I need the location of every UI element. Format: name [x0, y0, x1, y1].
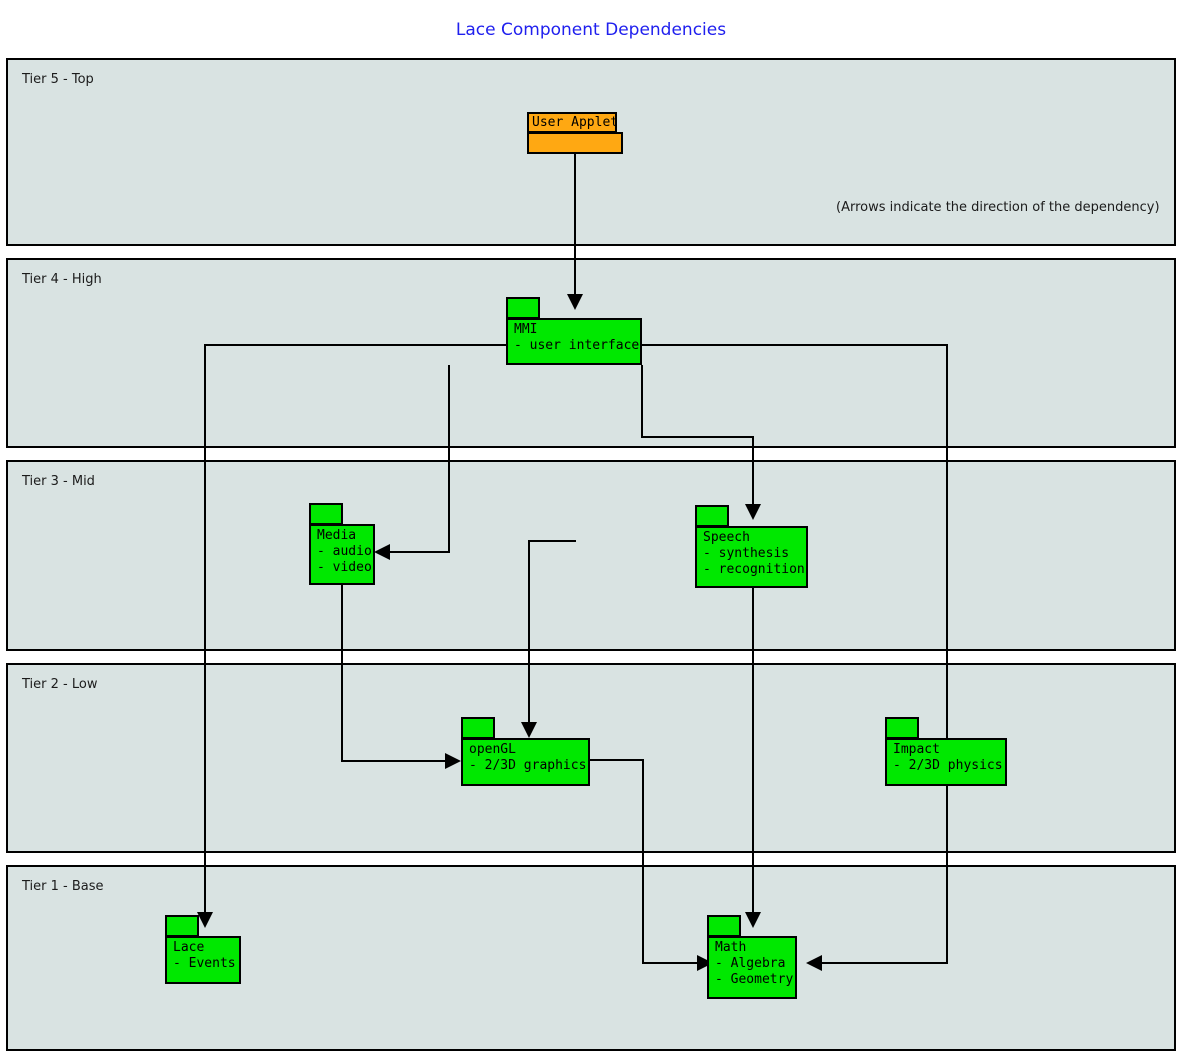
- arrowhead-math-right: [806, 955, 822, 971]
- package-lace[interactable]: Lace - Events: [165, 915, 241, 984]
- edge-mmi-opengl-v: [528, 540, 530, 726]
- edge-opengl-math-v: [642, 759, 644, 964]
- edge-opengl-math-h1: [590, 759, 644, 761]
- package-user-applet[interactable]: User Applet: [527, 112, 623, 154]
- package-impact-body: Impact - 2/3D physics: [885, 738, 1007, 786]
- package-math-tab: [707, 915, 741, 937]
- tier-band-base: Tier 1 - Base: [6, 865, 1176, 1051]
- arrowhead-speech-top: [745, 504, 761, 520]
- edge-impact-math-v: [946, 786, 948, 964]
- package-speech[interactable]: Speech - synthesis - recognition: [695, 505, 808, 588]
- arrowhead-lace-top: [197, 912, 213, 928]
- tier-label-top: Tier 5 - Top: [22, 72, 94, 87]
- package-media-tab: [309, 503, 343, 525]
- tier-label-base: Tier 1 - Base: [22, 879, 104, 894]
- edge-mmi-speech-h: [641, 436, 754, 438]
- package-mmi[interactable]: MMI - user interface: [506, 297, 642, 365]
- edge-speech-math-v: [752, 588, 754, 918]
- arrowhead-media-right: [374, 544, 390, 560]
- tier-band-mid: Tier 3 - Mid: [6, 460, 1176, 651]
- arrowhead-mmi-top: [567, 294, 583, 310]
- tier-label-low: Tier 2 - Low: [22, 677, 98, 692]
- edge-mmi-math-h2: [822, 962, 948, 964]
- legend-note: (Arrows indicate the direction of the de…: [836, 200, 1160, 215]
- package-impact[interactable]: Impact - 2/3D physics: [885, 717, 1007, 786]
- edge-mmi-lace-v: [204, 344, 206, 918]
- edge-mmi-speech-v1: [641, 365, 643, 438]
- arrowhead-math-top: [745, 912, 761, 928]
- package-opengl-tab: [461, 717, 495, 739]
- tier-label-mid: Tier 3 - Mid: [22, 474, 95, 489]
- edge-userapplet-mmi: [574, 153, 576, 296]
- edge-media-opengl-v: [341, 585, 343, 762]
- tier-label-high: Tier 4 - High: [22, 272, 102, 287]
- edge-mmi-lace-h: [204, 344, 509, 346]
- package-lace-body: Lace - Events: [165, 936, 241, 984]
- arrowhead-opengl-top: [521, 722, 537, 738]
- package-lace-tab: [165, 915, 199, 937]
- package-math-body: Math - Algebra - Geometry: [707, 936, 797, 999]
- page-title: Lace Component Dependencies: [455, 20, 727, 40]
- edge-mmi-math-v: [946, 344, 948, 964]
- package-mmi-tab: [506, 297, 540, 319]
- package-opengl-body: openGL - 2/3D graphics: [461, 738, 590, 786]
- package-opengl[interactable]: openGL - 2/3D graphics: [461, 717, 590, 786]
- package-media[interactable]: Media - audio - video: [309, 503, 375, 585]
- edge-mmi-opengl-h: [528, 540, 576, 542]
- edge-opengl-math-h2: [642, 962, 697, 964]
- edge-media-opengl-h: [341, 760, 445, 762]
- package-user-applet-tab-label: User Applet: [527, 112, 618, 133]
- package-media-body: Media - audio - video: [309, 524, 375, 585]
- package-user-applet-body: [527, 132, 623, 154]
- package-speech-tab: [695, 505, 729, 527]
- edge-mmi-media-h: [390, 551, 450, 553]
- arrowhead-opengl-left: [445, 753, 461, 769]
- tier-band-high: Tier 4 - High: [6, 258, 1176, 448]
- edge-mmi-speech-v2: [752, 436, 754, 508]
- package-math[interactable]: Math - Algebra - Geometry: [707, 915, 797, 999]
- package-impact-tab: [885, 717, 919, 739]
- package-mmi-body: MMI - user interface: [506, 318, 642, 365]
- edge-mmi-media-v: [448, 365, 450, 553]
- edge-mmi-math-h: [641, 344, 948, 346]
- package-speech-body: Speech - synthesis - recognition: [695, 526, 808, 588]
